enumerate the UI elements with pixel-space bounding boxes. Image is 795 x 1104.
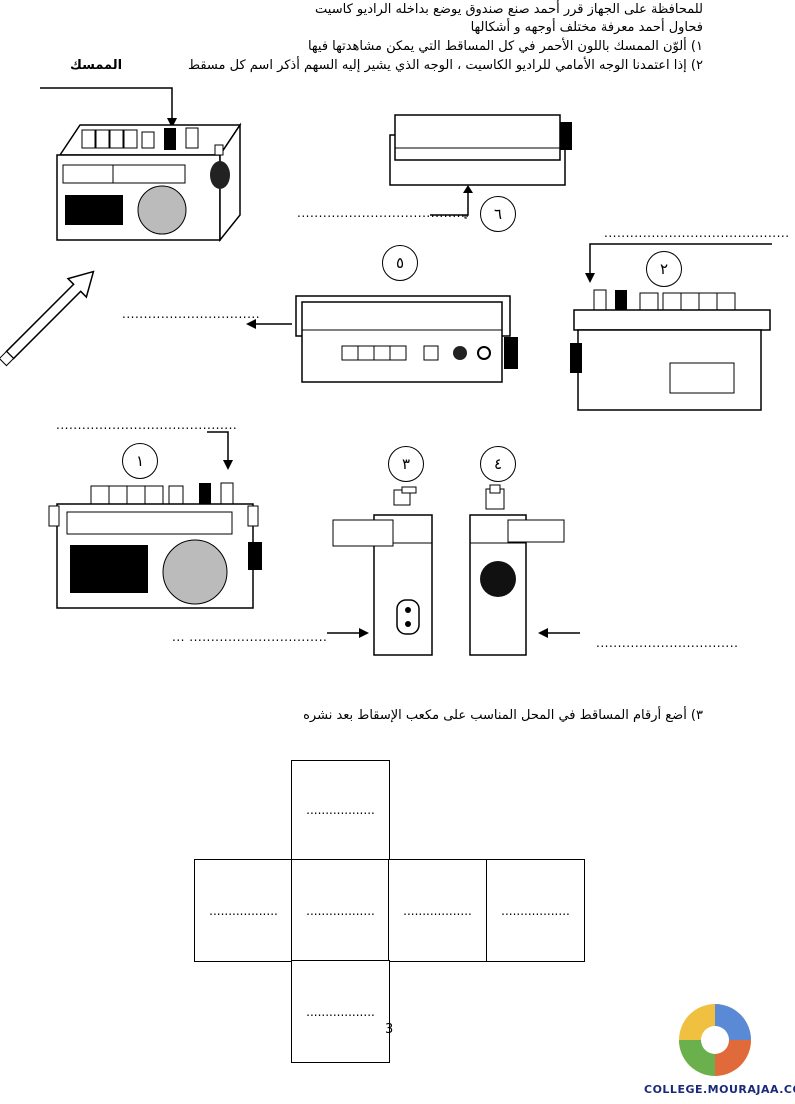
site-logo-text: COLLEGE.MOURAJAA.COM bbox=[644, 1083, 795, 1096]
view-5-drawing bbox=[295, 295, 518, 383]
question-1: ١) ألوّن الممسك باللون الأحمر في كل المس… bbox=[307, 39, 703, 54]
view-3-answer-blank[interactable]: ... ................................ bbox=[172, 630, 328, 644]
view-4-drawing bbox=[469, 484, 565, 656]
view-6-pointer bbox=[430, 185, 473, 216]
view-5-pointer bbox=[246, 319, 292, 329]
net-bottom-face[interactable]: .................. bbox=[291, 960, 390, 1063]
view-1-badge: ١ bbox=[122, 443, 158, 479]
view-6-answer-blank[interactable]: ........................................ bbox=[297, 206, 470, 220]
handle-label: الممسك bbox=[70, 58, 123, 73]
page-number: 3 bbox=[385, 1022, 394, 1037]
net-top-blank: .................. bbox=[306, 803, 375, 817]
intro-line-1: للمحافظة على الجهاز قرر أحمد صنع صندوق ي… bbox=[315, 2, 703, 17]
view-6-drawing bbox=[389, 114, 572, 219]
question-3: ٣) أضع أرقام المساقط في المحل المناسب عل… bbox=[303, 708, 703, 723]
net-top-face[interactable]: .................. bbox=[291, 760, 390, 860]
net-center-blank: .................. bbox=[306, 903, 375, 918]
view-1-answer-blank[interactable]: ........................................… bbox=[56, 418, 238, 432]
view-1-pointer bbox=[207, 431, 233, 470]
radio-perspective-drawing bbox=[0, 87, 242, 367]
net-right1-blank: .................. bbox=[403, 903, 472, 918]
view-2-pointer bbox=[585, 243, 772, 283]
view-4-badge: ٤ bbox=[480, 446, 516, 482]
view-3-pointer bbox=[327, 628, 369, 638]
site-logo-icon bbox=[679, 1004, 751, 1076]
view-5-badge: ٥ bbox=[382, 245, 418, 281]
view-4-answer-blank[interactable]: ................................. bbox=[596, 636, 739, 650]
view-2-answer-blank[interactable]: ........................................… bbox=[604, 226, 790, 240]
view-2-badge: ٢ bbox=[646, 251, 682, 287]
net-left-face[interactable]: .................. bbox=[194, 859, 293, 962]
view-3-drawing bbox=[332, 486, 433, 656]
view-1-drawing bbox=[48, 482, 262, 609]
view-3-badge: ٣ bbox=[388, 446, 424, 482]
net-left-blank: .................. bbox=[209, 903, 278, 918]
view-4-pointer bbox=[538, 628, 580, 638]
net-right2-blank: .................. bbox=[501, 903, 570, 918]
view-2-drawing bbox=[570, 289, 771, 411]
view-6-badge: ٦ bbox=[480, 196, 516, 232]
net-right-face-2[interactable]: .................. bbox=[486, 859, 585, 962]
net-center-face[interactable]: .................. bbox=[291, 859, 390, 962]
net-right-face-1[interactable]: .................. bbox=[388, 859, 487, 962]
net-bottom-blank: .................. bbox=[306, 1004, 375, 1019]
view-5-answer-blank[interactable]: ................................ bbox=[122, 307, 261, 321]
question-2: ٢) إذا اعتمدنا الوجه الأمامي للراديو الك… bbox=[188, 58, 703, 73]
intro-line-2: فحاول أحمد معرفة مختلف أوجهه و أشكالها bbox=[470, 20, 703, 35]
